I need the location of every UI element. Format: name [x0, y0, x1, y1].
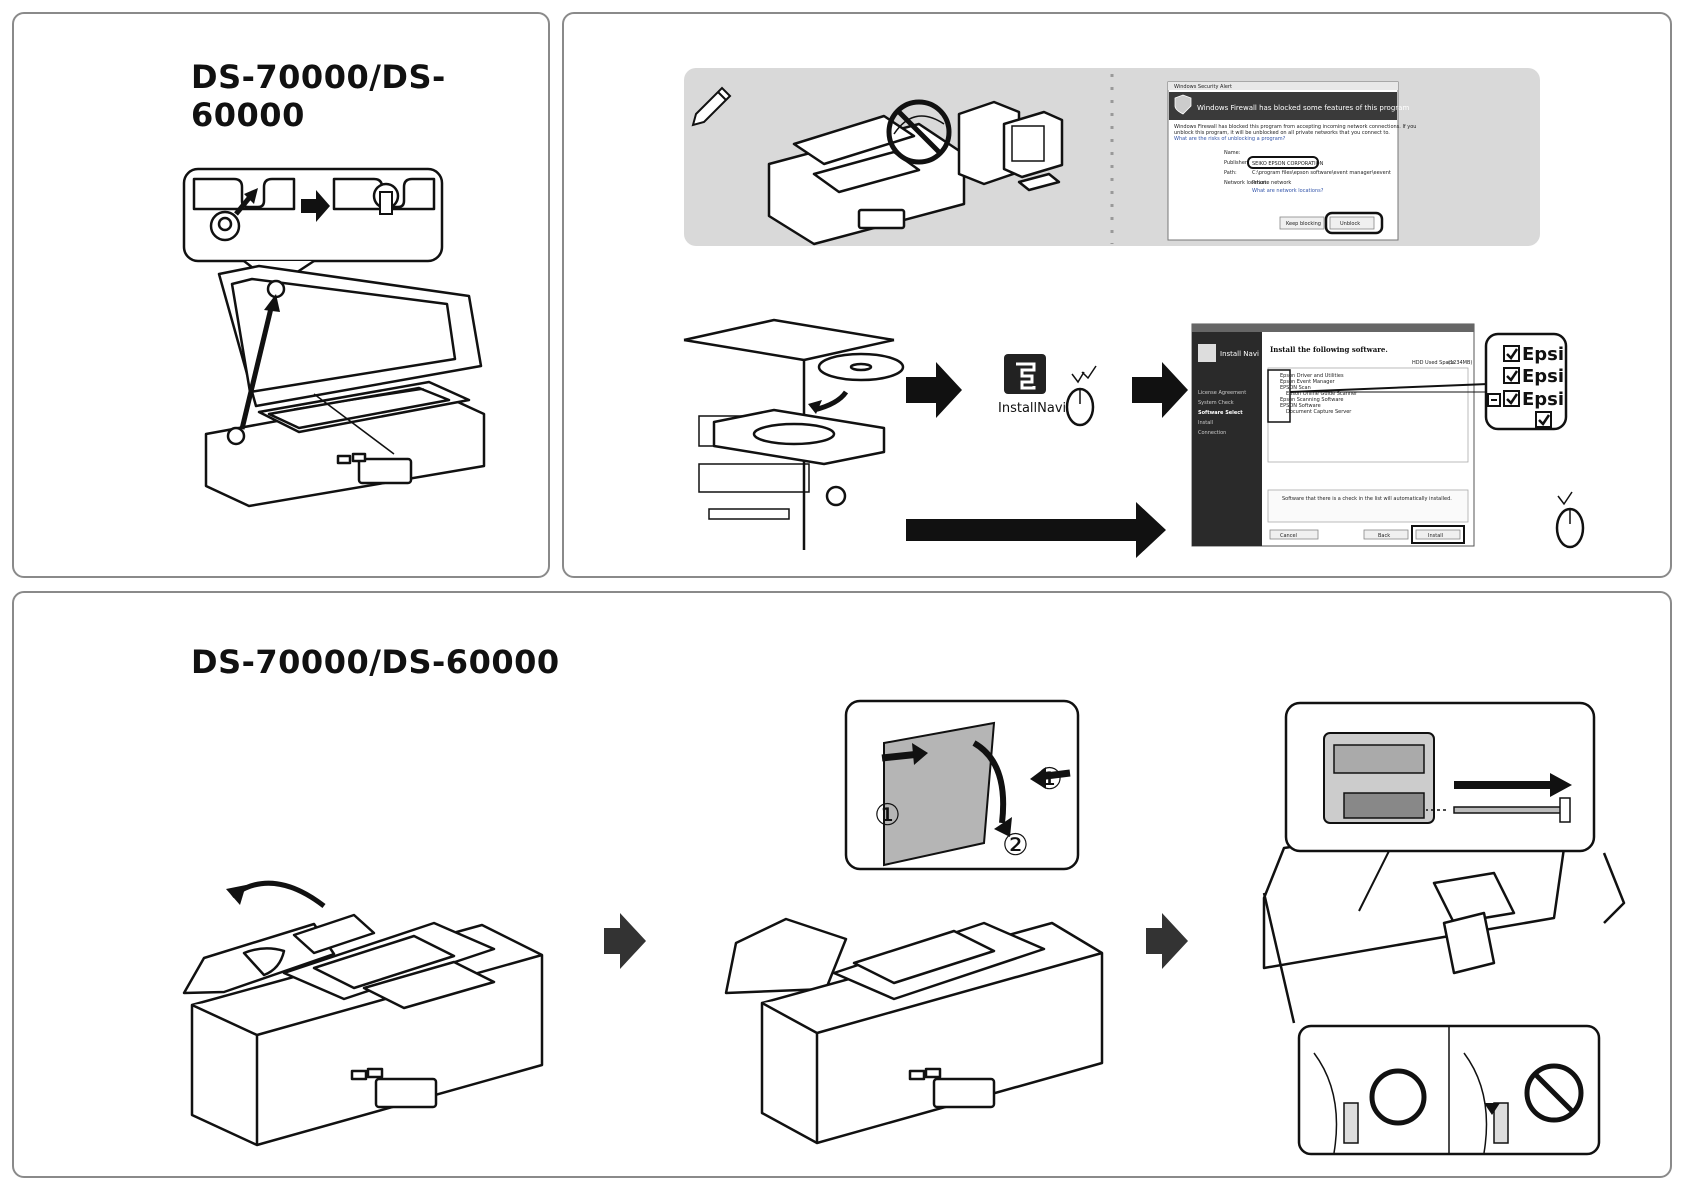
svg-text:Unblock: Unblock	[1340, 221, 1360, 227]
mouse-double-click-icon	[1065, 365, 1097, 427]
software-item[interactable]: Epson Event Manager	[1280, 379, 1336, 385]
network-link[interactable]: What are network locations?	[1252, 188, 1324, 194]
col-size: (1234MB)	[1448, 360, 1472, 366]
software-item[interactable]: EPSON Software	[1280, 403, 1321, 409]
arrow-right-icon	[1146, 913, 1188, 969]
installer-window: Install Navi License Agreement System Ch…	[1191, 323, 1475, 547]
ok-circle-icon	[1369, 1068, 1427, 1126]
installer-cancel-button[interactable]: Cancel	[1269, 529, 1319, 540]
firewall-header: Windows Firewall has blocked some featur…	[1197, 104, 1409, 112]
software-item[interactable]: EPSON Scan	[1280, 385, 1311, 391]
firewall-body-2: unblock this program, it will be unblock…	[1174, 130, 1390, 136]
nav-system-check[interactable]: System Check	[1198, 400, 1234, 406]
arrow-right-icon	[604, 913, 646, 969]
step-2-marker: ②	[1002, 828, 1029, 863]
firewall-dialog: Windows Security Alert Windows Firewall …	[1167, 81, 1416, 241]
publisher-label: Publisher:	[1224, 160, 1249, 166]
arrow-right-icon	[906, 362, 962, 418]
prohibited-icon	[1524, 1063, 1584, 1123]
svg-text:Back: Back	[1378, 533, 1390, 539]
firewall-risks-link[interactable]: What are the risks of unblocking a progr…	[1174, 136, 1286, 142]
arrow-right-icon	[1132, 362, 1188, 418]
checkbox-label: Epsi	[1522, 344, 1564, 365]
installnavi-icon[interactable]: InstallNavi	[998, 354, 1066, 416]
publisher-value: SEIKO EPSON CORPORATION	[1252, 161, 1324, 167]
step-1-marker: ①	[1036, 762, 1063, 797]
nav-connection[interactable]: Connection	[1198, 430, 1226, 436]
model-title: DS-70000/DS-60000	[191, 643, 560, 681]
scanner-open-adf-illustration	[724, 917, 1104, 1145]
software-item[interactable]: Epson Driver and Utilities	[1280, 373, 1344, 379]
svg-text:Keep blocking: Keep blocking	[1286, 221, 1321, 227]
scanner-open-cover-illustration	[182, 880, 544, 1147]
panel-glass-pad-install: DS-70000/DS-60000	[12, 12, 550, 578]
keep-blocking-button[interactable]: Keep blocking	[1279, 216, 1325, 230]
long-arrow-right-icon	[906, 502, 1166, 558]
network-value: Private network	[1252, 180, 1291, 186]
installer-install-button[interactable]: Install	[1411, 525, 1465, 544]
step-1-marker: ①	[874, 798, 901, 833]
checkbox-zoom-callout: Epsi Epsi Epsi	[1484, 332, 1568, 431]
roller-replace-illustration: ① ① ②	[182, 699, 1626, 1156]
firewall-body-1: Windows Firewall has blocked this progra…	[1174, 124, 1416, 130]
nav-software-select[interactable]: Software Select	[1198, 410, 1243, 416]
col-space: HDD Used Space	[1412, 360, 1454, 366]
software-item[interactable]: Document Capture Server	[1286, 409, 1352, 415]
software-item[interactable]: Epson Scanning Software	[1280, 397, 1343, 403]
nav-license[interactable]: License Agreement	[1198, 390, 1246, 396]
flatbed-scanner-illustration	[182, 167, 486, 508]
path-value: C:\program files\epson software\event ma…	[1252, 170, 1391, 176]
checkbox-label: Epsi	[1522, 389, 1564, 410]
roller-zoom-callout-bottom	[1297, 1024, 1601, 1156]
panel-software-install: Windows Security Alert Windows Firewall …	[562, 12, 1672, 578]
software-item[interactable]: Epson Online Guide Scanner	[1286, 391, 1358, 397]
network-label: Network location:	[1224, 180, 1268, 186]
nav-install[interactable]: Install	[1198, 420, 1213, 426]
installer-brand: Install Navi	[1220, 350, 1259, 358]
svg-text:Cancel: Cancel	[1280, 533, 1297, 539]
model-title: DS-70000/DS-60000	[191, 58, 446, 134]
mouse-click-icon	[1555, 491, 1585, 549]
software-install-illustration: Windows Security Alert Windows Firewall …	[683, 68, 1585, 558]
roller-zoom-callout-top	[1284, 701, 1596, 912]
panel-roller-replace: DS-70000/DS-60000	[12, 591, 1672, 1178]
unblock-button[interactable]: Unblock	[1324, 211, 1384, 235]
installer-heading: Install the following software.	[1270, 345, 1388, 354]
checkbox-label: Epsi	[1522, 366, 1564, 387]
path-label: Path:	[1224, 170, 1237, 176]
svg-text:Install: Install	[1428, 533, 1443, 539]
firewall-window-title: Windows Security Alert	[1174, 84, 1232, 90]
cover-zoom-callout: ① ① ②	[844, 699, 1080, 871]
installer-note: Software that there is a check in the li…	[1282, 496, 1452, 502]
installnavi-label: InstallNavi	[998, 401, 1066, 416]
name-label: Name:	[1224, 150, 1241, 156]
pencil-note-icon	[691, 86, 732, 127]
installer-back-button[interactable]: Back	[1363, 529, 1409, 540]
cd-drive-illustration	[683, 318, 905, 550]
